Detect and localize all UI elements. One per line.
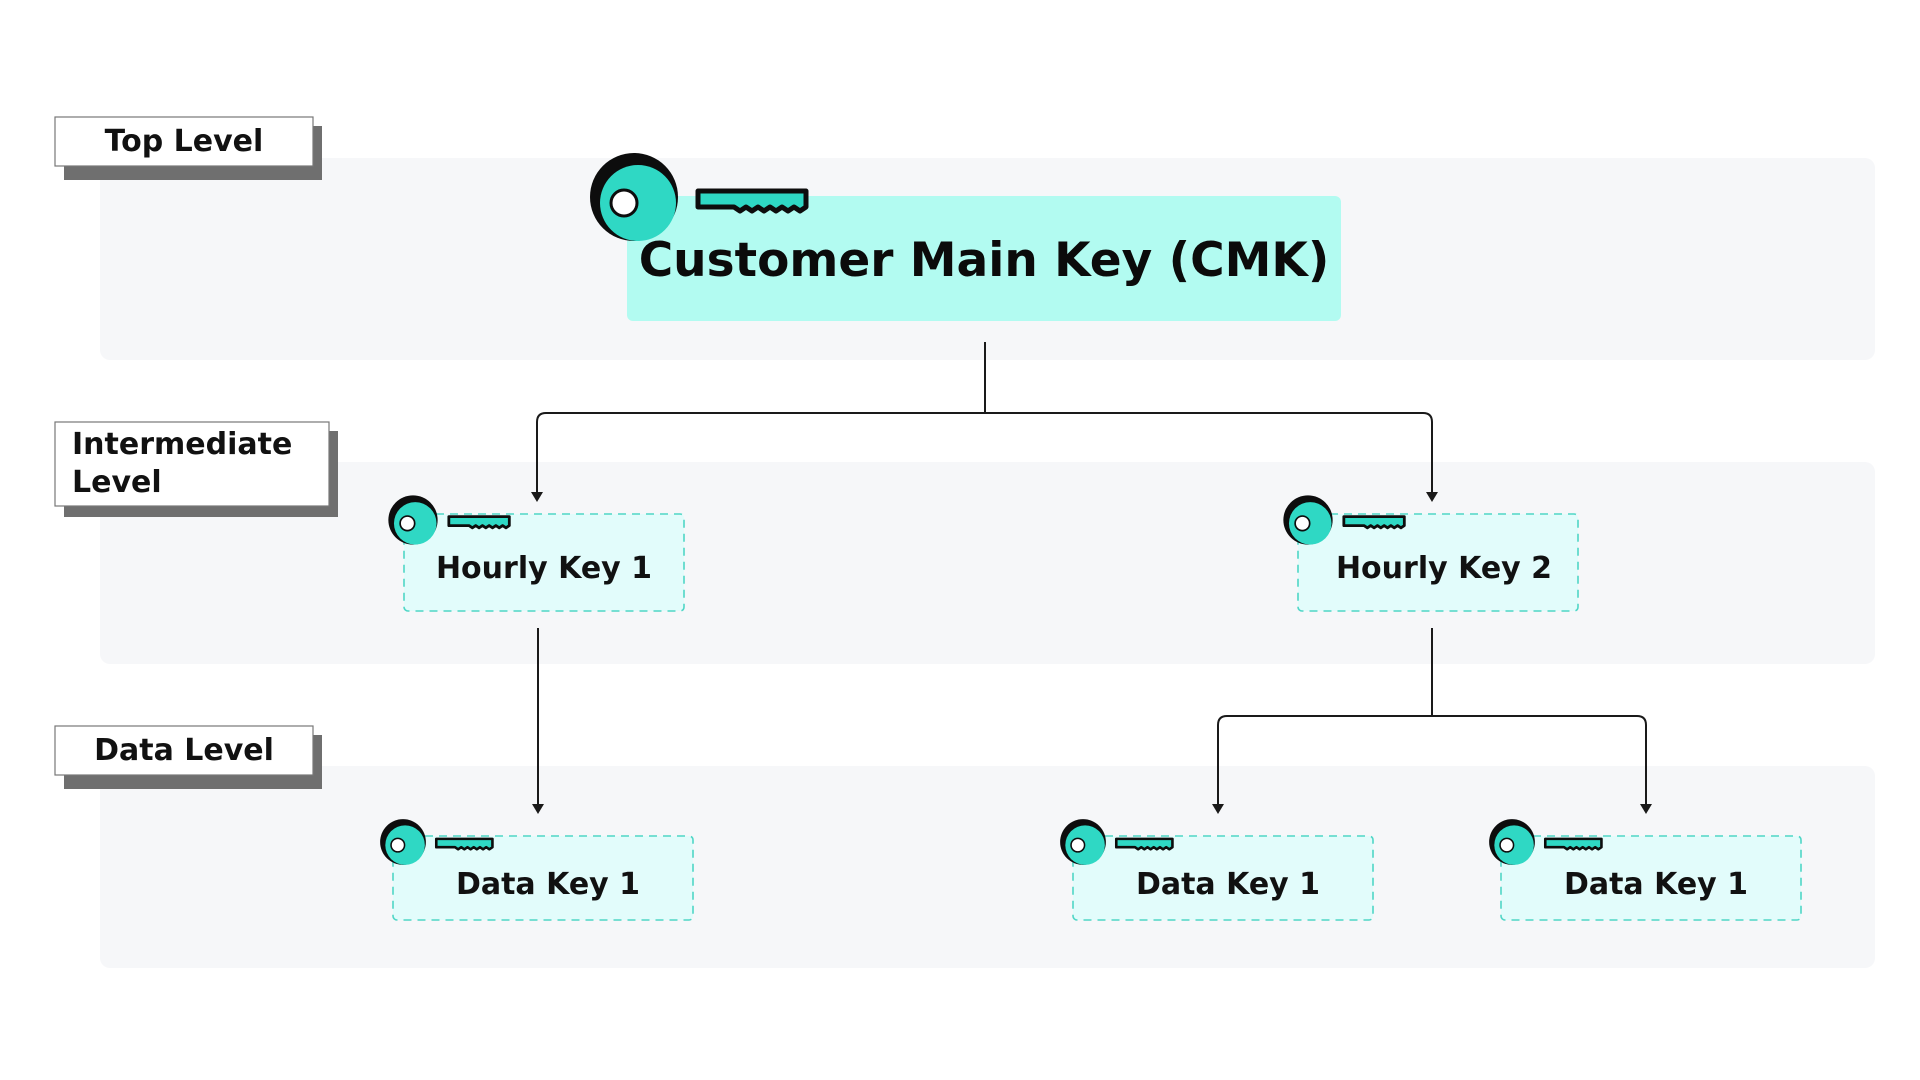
arrow-to-data-key-c bbox=[1640, 804, 1652, 814]
data-level-label: Data Level bbox=[94, 733, 274, 768]
data-level-tag: Data Level bbox=[54, 725, 322, 789]
intermediate-level-band bbox=[100, 462, 1875, 664]
connector-hourly2-to-data bbox=[1217, 628, 1647, 804]
data-key-b-label: Data Key 1 bbox=[1136, 867, 1320, 902]
hourly-key-node-2: Hourly Key 2 bbox=[1297, 513, 1579, 612]
arrow-to-hourly-key-1 bbox=[531, 492, 543, 502]
arrow-to-hourly-key-2 bbox=[1426, 492, 1438, 502]
intermediate-level-label-line1: Intermediate bbox=[72, 427, 292, 462]
data-key-c-label: Data Key 1 bbox=[1564, 867, 1748, 902]
cmk-node: Customer Main Key (CMK) bbox=[627, 196, 1341, 321]
cmk-label: Customer Main Key (CMK) bbox=[639, 233, 1330, 288]
intermediate-level-label-line2: Level bbox=[72, 465, 162, 500]
hourly-key-1-label: Hourly Key 1 bbox=[436, 551, 652, 586]
data-key-node-a: Data Key 1 bbox=[392, 835, 694, 921]
intermediate-level-tag: Intermediate Level bbox=[54, 421, 338, 517]
connector-cmk-to-hourly bbox=[536, 342, 1433, 492]
arrow-to-data-key-b bbox=[1212, 804, 1224, 814]
data-key-a-label: Data Key 1 bbox=[456, 867, 640, 902]
arrow-to-data-key-a bbox=[532, 804, 544, 814]
hourly-key-2-label: Hourly Key 2 bbox=[1336, 551, 1552, 586]
hourly-key-node-1: Hourly Key 1 bbox=[403, 513, 685, 612]
data-key-node-b: Data Key 1 bbox=[1072, 835, 1374, 921]
top-level-tag: Top Level bbox=[54, 116, 322, 180]
data-key-node-c: Data Key 1 bbox=[1500, 835, 1802, 921]
top-level-label: Top Level bbox=[105, 124, 264, 159]
